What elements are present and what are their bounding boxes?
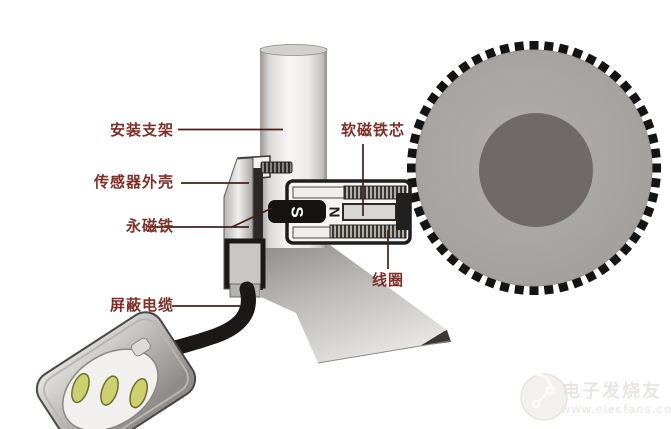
housing-clamp: [224, 238, 266, 289]
label-shielded-cable: 屏蔽电缆: [109, 297, 174, 314]
bracket-plate-bottom-line: [317, 340, 451, 364]
connector-pin: [129, 378, 148, 409]
probe-tip: [396, 193, 410, 230]
tone-wheel: [407, 41, 661, 295]
coil-top-rail: [292, 186, 345, 199]
connector-latch: [130, 337, 151, 357]
label-coil: 线圈: [372, 272, 405, 289]
label-mounting-bracket: 安装支架: [109, 122, 174, 139]
leader-lines: [150, 128, 389, 307]
housing-dark-strip: [252, 168, 263, 290]
watermark-title: 电子发烧友: [562, 381, 662, 401]
pole-s-label: S: [288, 206, 307, 217]
permanent-magnet-bar: [268, 200, 326, 223]
label-permanent-magnet: 永磁铁: [125, 218, 174, 235]
watermark: 电子发烧友 www.elecfans.com: [518, 366, 671, 428]
leader-permanent-magnet-diagonal: [230, 207, 273, 229]
mounting-bolt: [260, 161, 293, 174]
pipe-cap: [259, 44, 328, 56]
pole-n-label: N: [326, 207, 343, 218]
coil-bottom-rail: [292, 226, 331, 239]
bracket-plate: [261, 245, 450, 363]
coil-bottom: [329, 224, 407, 239]
watermark-url: www.elecfans.com: [561, 402, 671, 416]
connector-pin: [71, 372, 90, 404]
watermark-logo-icon: [520, 373, 568, 421]
label-soft-magnetic-core: 软磁铁芯: [341, 122, 406, 139]
connector-pin: [100, 375, 119, 406]
connector-plug: [35, 311, 197, 429]
label-sensor-housing: 传感器外壳: [93, 174, 174, 191]
soft-core-rod: [342, 203, 397, 221]
coil-top: [343, 185, 407, 200]
gear-hub: [479, 113, 593, 227]
